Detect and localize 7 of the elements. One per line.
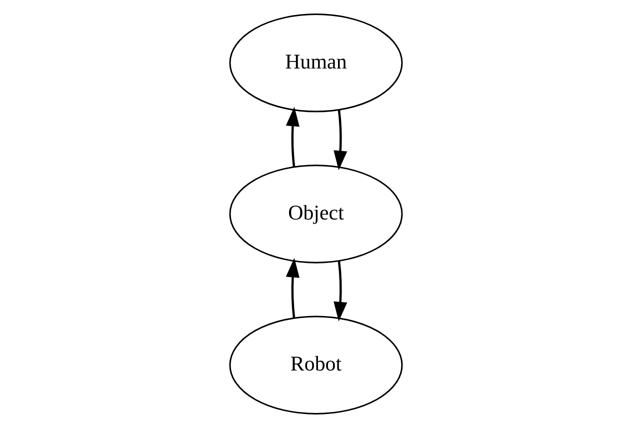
arrow (285, 106, 299, 167)
arrow (333, 261, 347, 322)
arrow (333, 110, 347, 170)
node-ellipse: Human (228, 14, 402, 112)
node-ellipse: Robot (228, 316, 402, 414)
arrow (285, 258, 299, 318)
node-ellipse: Object (228, 164, 402, 264)
